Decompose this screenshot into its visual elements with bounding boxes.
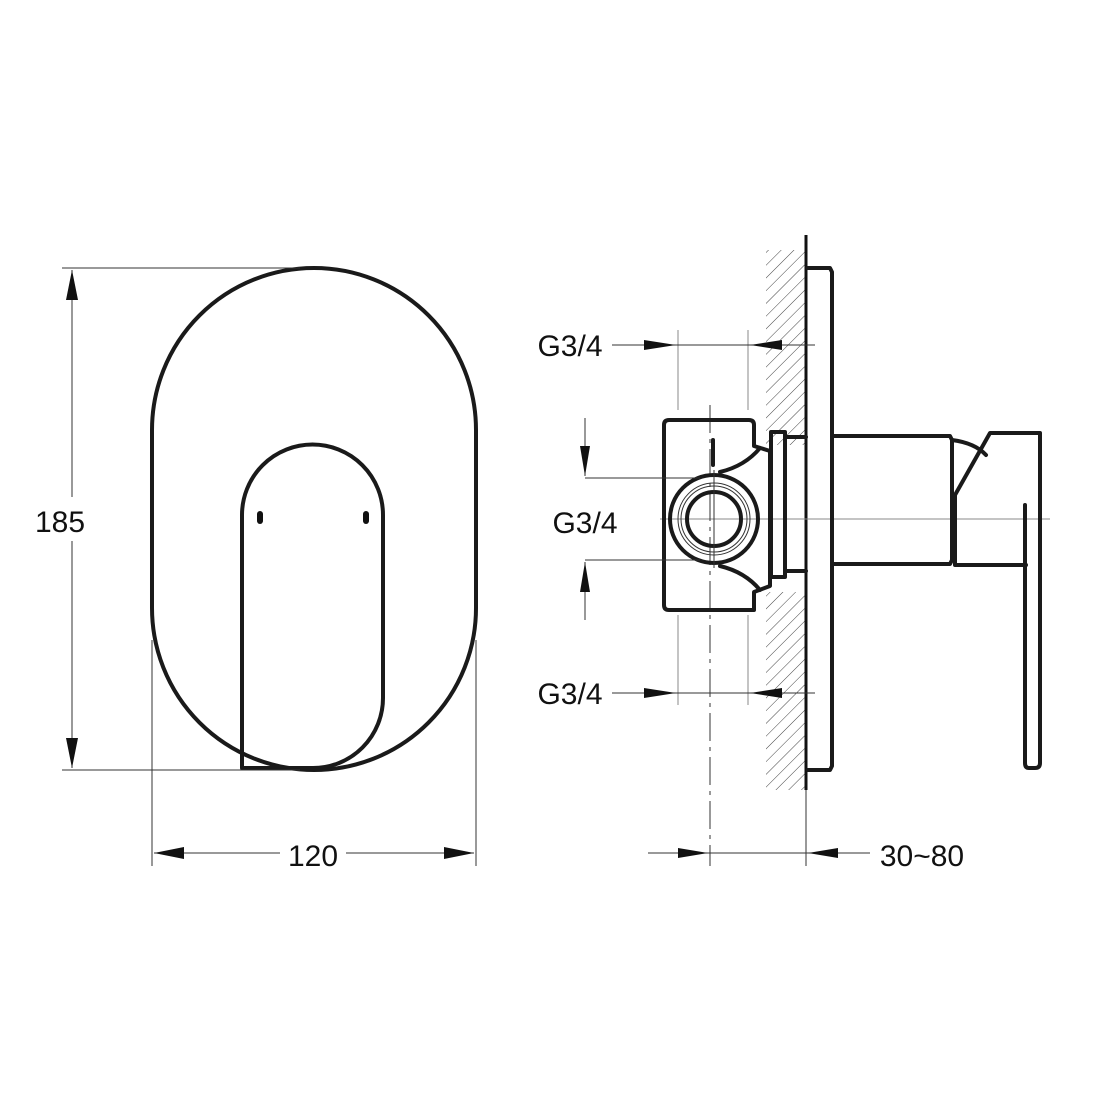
screw-hole-right (363, 511, 369, 524)
cover-plate-outline (150, 266, 478, 772)
depth-dimension-label: 30~80 (880, 840, 964, 873)
height-dimension-label: 185 (35, 506, 85, 539)
lever-handle (950, 431, 1042, 770)
valve-body (662, 418, 772, 612)
inlet-bottom-label: G3/4 (537, 678, 602, 711)
handle-outline (240, 442, 385, 770)
cover-plate-side (806, 266, 834, 772)
inlet-top-label: G3/4 (537, 330, 602, 363)
screw-hole-left (257, 511, 263, 524)
sleeve (830, 434, 954, 566)
width-dimension-label: 120 (288, 840, 338, 873)
outlet-mid-label: G3/4 (552, 507, 617, 540)
front-view: 185 120 (35, 266, 478, 873)
side-view: G3/4 G3/4 G3/4 30~80 (537, 235, 1050, 873)
